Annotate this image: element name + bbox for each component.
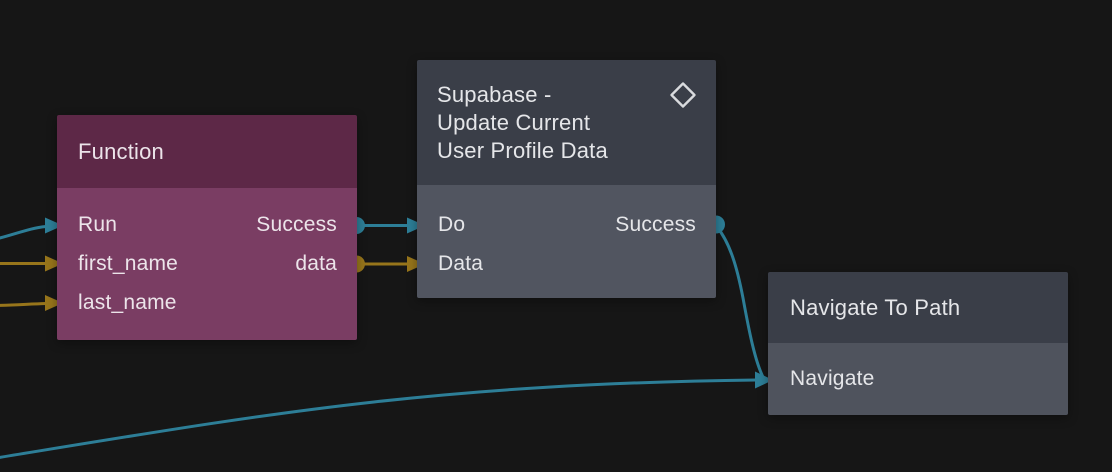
wire-into-last-name[interactable] [0, 302, 47, 307]
diamond-icon [670, 82, 696, 108]
port-row: first_name data [78, 244, 337, 283]
wire-into-run[interactable] [0, 225, 47, 240]
input-label-run: Run [78, 212, 118, 236]
input-arrow-navigate[interactable] [755, 371, 773, 389]
input-label-do: Do [438, 212, 466, 236]
input-arrow-run[interactable] [45, 217, 63, 234]
output-label-success: Success [615, 212, 696, 236]
node-function-header[interactable]: Function [57, 115, 357, 188]
input-arrow-data[interactable] [407, 256, 425, 272]
input-label-first-name: first_name [78, 251, 179, 275]
input-arrow-last-name[interactable] [45, 295, 63, 311]
output-label-success: Success [256, 212, 337, 236]
node-function[interactable]: Function Run Success first_name data las… [57, 115, 357, 340]
input-label-navigate: Navigate [790, 367, 875, 390]
port-row: Run Success [78, 205, 337, 244]
node-supabase-body: Do Success Data [417, 185, 716, 298]
input-arrow-first-name[interactable] [45, 255, 63, 272]
title-line-2: Update Current [437, 109, 591, 135]
title-line-1: Supabase - [437, 81, 552, 107]
port-row: last_name [78, 283, 337, 322]
port-row: Navigate [790, 343, 1048, 415]
node-function-title: Function [78, 138, 164, 164]
port-row: Data [438, 244, 696, 283]
input-label-data: Data [438, 251, 484, 275]
wire-supabase-success-to-navigate[interactable] [715, 226, 765, 378]
node-function-body: Run Success first_name data last_name [57, 188, 357, 340]
output-label-data: data [295, 251, 337, 275]
input-arrow-do[interactable] [407, 217, 425, 234]
node-navigate-header[interactable]: Navigate To Path [768, 272, 1068, 343]
node-supabase-update-profile[interactable]: Supabase - Update Current User Profile D… [417, 60, 716, 298]
title-line-3: User Profile Data [437, 137, 608, 163]
node-navigate-title: Navigate To Path [790, 294, 961, 320]
wire-bottom-left-to-navigate[interactable] [0, 378, 757, 459]
node-navigate-body: Navigate [768, 343, 1068, 415]
node-navigate-to-path[interactable]: Navigate To Path Navigate [768, 272, 1068, 415]
port-row: Do Success [438, 205, 696, 244]
node-supabase-header[interactable]: Supabase - Update Current User Profile D… [417, 60, 716, 185]
node-supabase-title: Supabase - Update Current User Profile D… [437, 81, 608, 165]
input-label-last-name: last_name [78, 290, 177, 314]
